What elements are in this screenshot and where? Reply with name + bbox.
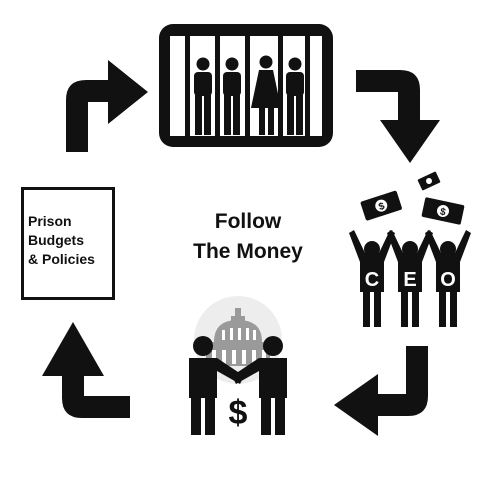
ceo-figure — [387, 230, 433, 327]
ceo-figure — [349, 230, 395, 327]
policy-box: Prison Budgets & Policies — [21, 187, 115, 300]
ceo-letter-o: O — [440, 269, 456, 291]
prisoner-figure — [194, 57, 212, 135]
title-line-2: The Money — [193, 240, 303, 263]
businessman-figure — [189, 336, 244, 435]
ceo-letter-c: C — [365, 269, 379, 291]
cycle-arrow-icon-bottom-right — [334, 346, 428, 436]
ceo-letter-e: E — [403, 269, 416, 291]
ceo-figure — [425, 230, 471, 327]
cycle-arrow-icon-top-left — [66, 60, 148, 152]
prison-bars-icon — [159, 24, 333, 147]
prisoner-figure — [223, 57, 241, 135]
policy-line-1: Prison — [28, 213, 72, 229]
policy-line-3: & Policies — [28, 251, 95, 267]
center-title: Follow The Money — [170, 207, 326, 267]
handshake-dollar-sign: $ — [229, 394, 248, 432]
prisoner-figure — [251, 55, 281, 135]
prisoner-figure — [286, 57, 304, 135]
money-handshake-icon: $ — [189, 336, 287, 435]
dollar-bill-icon: $ $ — [360, 171, 465, 225]
businessman-figure — [232, 336, 287, 435]
policy-line-2: Budgets — [28, 232, 84, 248]
policy-box-text: Prison Budgets & Policies — [28, 212, 95, 269]
cycle-arrow-icon-bottom-left — [42, 322, 130, 418]
cycle-arrow-icon-top-right — [356, 70, 440, 163]
ceo-celebration-icon: C E O — [349, 230, 471, 327]
title-line-1: Follow — [214, 210, 282, 233]
dollar-bill-sign: $ — [439, 207, 447, 219]
dollar-bill-sign: $ — [377, 201, 386, 213]
